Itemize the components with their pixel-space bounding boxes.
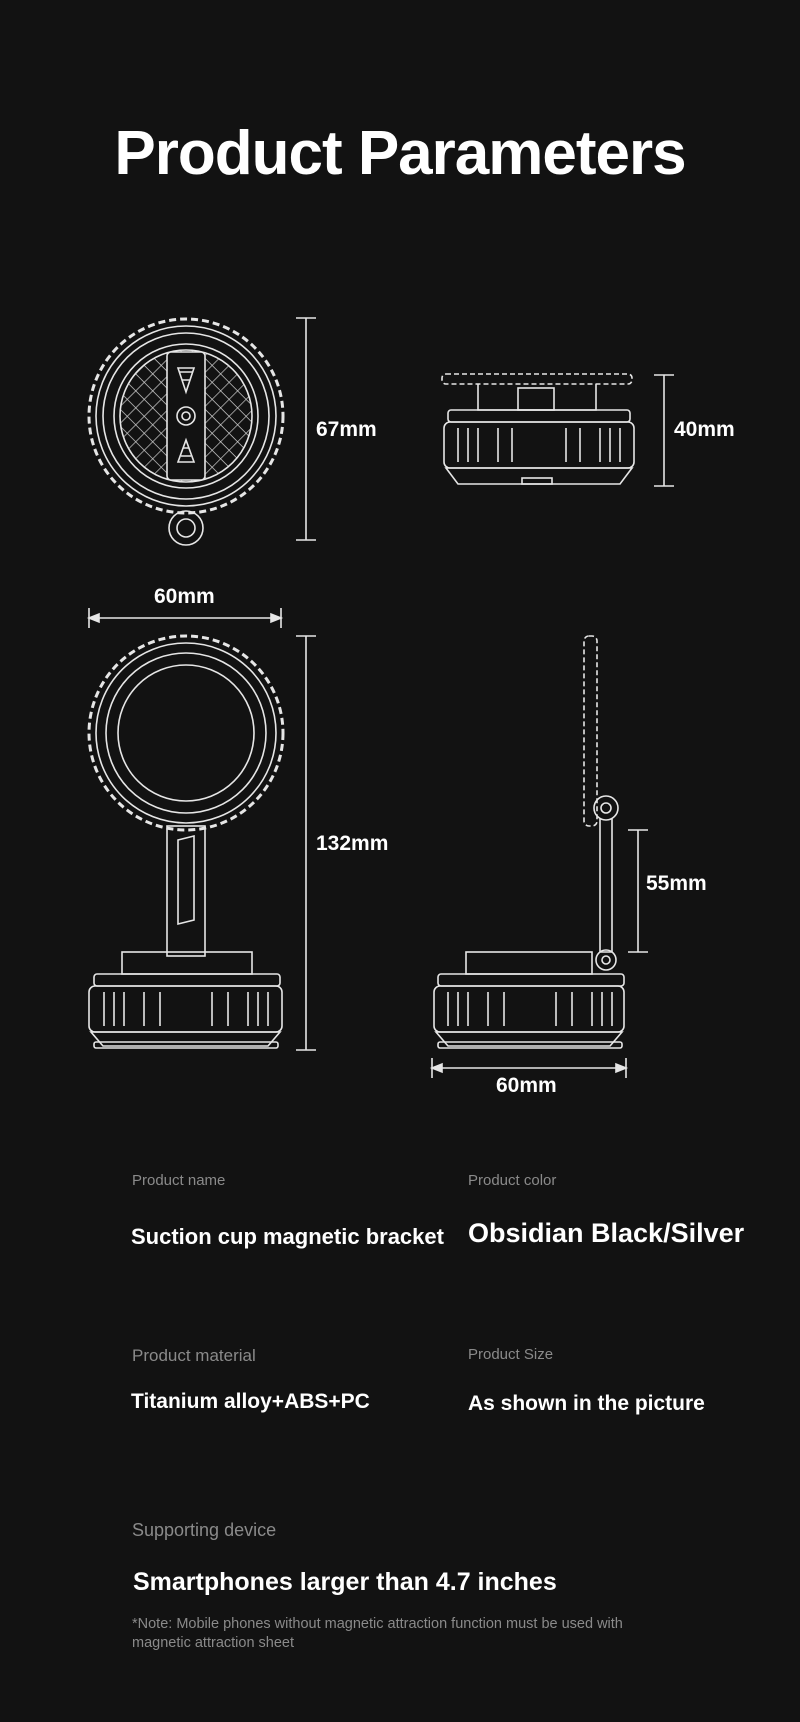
mount-width-dimension-line xyxy=(86,608,284,628)
supporting-device-label: Supporting device xyxy=(132,1520,277,1540)
front-view-illustration xyxy=(87,317,285,546)
front-height-label: 67mm xyxy=(316,418,377,441)
base-width-dimension-line xyxy=(429,1058,629,1078)
supporting-device-value: Smartphones larger than 4.7 inches xyxy=(133,1568,557,1596)
arm-height-dimension-line xyxy=(628,829,648,953)
total-height-label: 132mm xyxy=(316,832,389,855)
product-diagram xyxy=(86,317,674,1078)
total-height-dimension-line xyxy=(296,635,316,1051)
base-width-label: 60mm xyxy=(496,1074,557,1097)
note-text: *Note: Mobile phones without magnetic at… xyxy=(132,1616,623,1651)
product-material-label: Product material xyxy=(132,1346,256,1365)
page-title: Product Parameters xyxy=(114,119,686,188)
front-height-dimension-line xyxy=(296,317,316,541)
product-name-label: Product name xyxy=(132,1172,226,1189)
product-color-label: Product color xyxy=(468,1172,557,1189)
arm-height-label: 55mm xyxy=(646,872,707,895)
stand-side-illustration xyxy=(433,635,625,1049)
product-name-value: Suction cup magnetic bracket xyxy=(131,1224,444,1249)
side-height-label: 40mm xyxy=(674,418,735,441)
product-size-value: As shown in the picture xyxy=(468,1392,705,1415)
product-material-value: Titanium alloy+ABS+PC xyxy=(131,1390,370,1413)
product-color-value: Obsidian Black/Silver xyxy=(468,1218,745,1248)
side-height-dimension-line xyxy=(654,374,674,487)
stand-front-illustration xyxy=(87,634,285,1049)
product-size-label: Product Size xyxy=(468,1346,554,1363)
mount-width-label: 60mm xyxy=(154,585,215,608)
side-view-illustration xyxy=(441,373,635,485)
